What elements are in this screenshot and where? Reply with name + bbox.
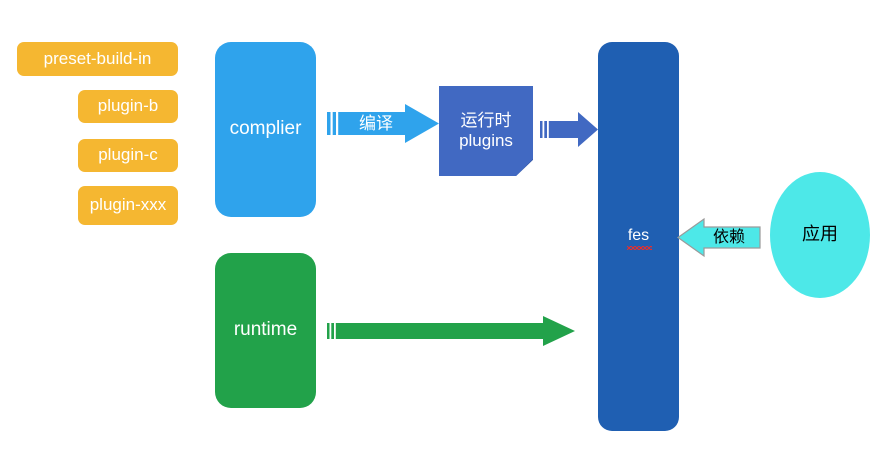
node-runtime-plugins[interactable]: 运行时 plugins (439, 86, 533, 176)
arrow-compile[interactable]: 编译 (327, 104, 439, 143)
plugin-chip-plugin-c[interactable]: plugin-c (78, 139, 178, 172)
node-runtime-plugins-text: 运行时 plugins (459, 111, 513, 151)
node-complier[interactable]: complier (215, 42, 316, 217)
plugin-chip-plugin-xxx[interactable]: plugin-xxx (78, 186, 178, 225)
node-application-label: 应用 (802, 224, 838, 245)
node-complier-label: complier (229, 118, 302, 140)
node-fes-label-wrap: fes (626, 227, 653, 250)
folded-corner-icon (516, 159, 533, 176)
arrow-depend[interactable]: 依赖 (676, 217, 761, 258)
node-runtime-label: runtime (233, 319, 298, 341)
plugin-chip-label: preset-build-in (43, 48, 152, 68)
node-fes-label: fes (627, 227, 650, 245)
plugin-chip-label: plugin-c (98, 145, 158, 165)
arrow-depend-label: 依赖 (712, 228, 745, 246)
node-runtime-plugins-line2: plugins (459, 131, 513, 150)
arrow-plugins-to-fes[interactable] (540, 112, 598, 147)
plugin-chip-label: plugin-b (97, 96, 159, 116)
plugin-chip-label: plugin-xxx (89, 195, 167, 215)
node-runtime-plugins-line1: 运行时 (460, 110, 512, 130)
plugin-chip-plugin-b[interactable]: plugin-b (78, 90, 178, 123)
plugin-chip-preset-build-in[interactable]: preset-build-in (17, 42, 178, 76)
spellcheck-underline-icon (626, 245, 653, 250)
node-fes[interactable]: fes (598, 42, 679, 431)
arrow-compile-label: 编译 (359, 114, 393, 133)
arrow-runtime-to-fes[interactable] (327, 316, 575, 346)
node-runtime[interactable]: runtime (215, 253, 316, 408)
node-application[interactable]: 应用 (770, 172, 870, 298)
